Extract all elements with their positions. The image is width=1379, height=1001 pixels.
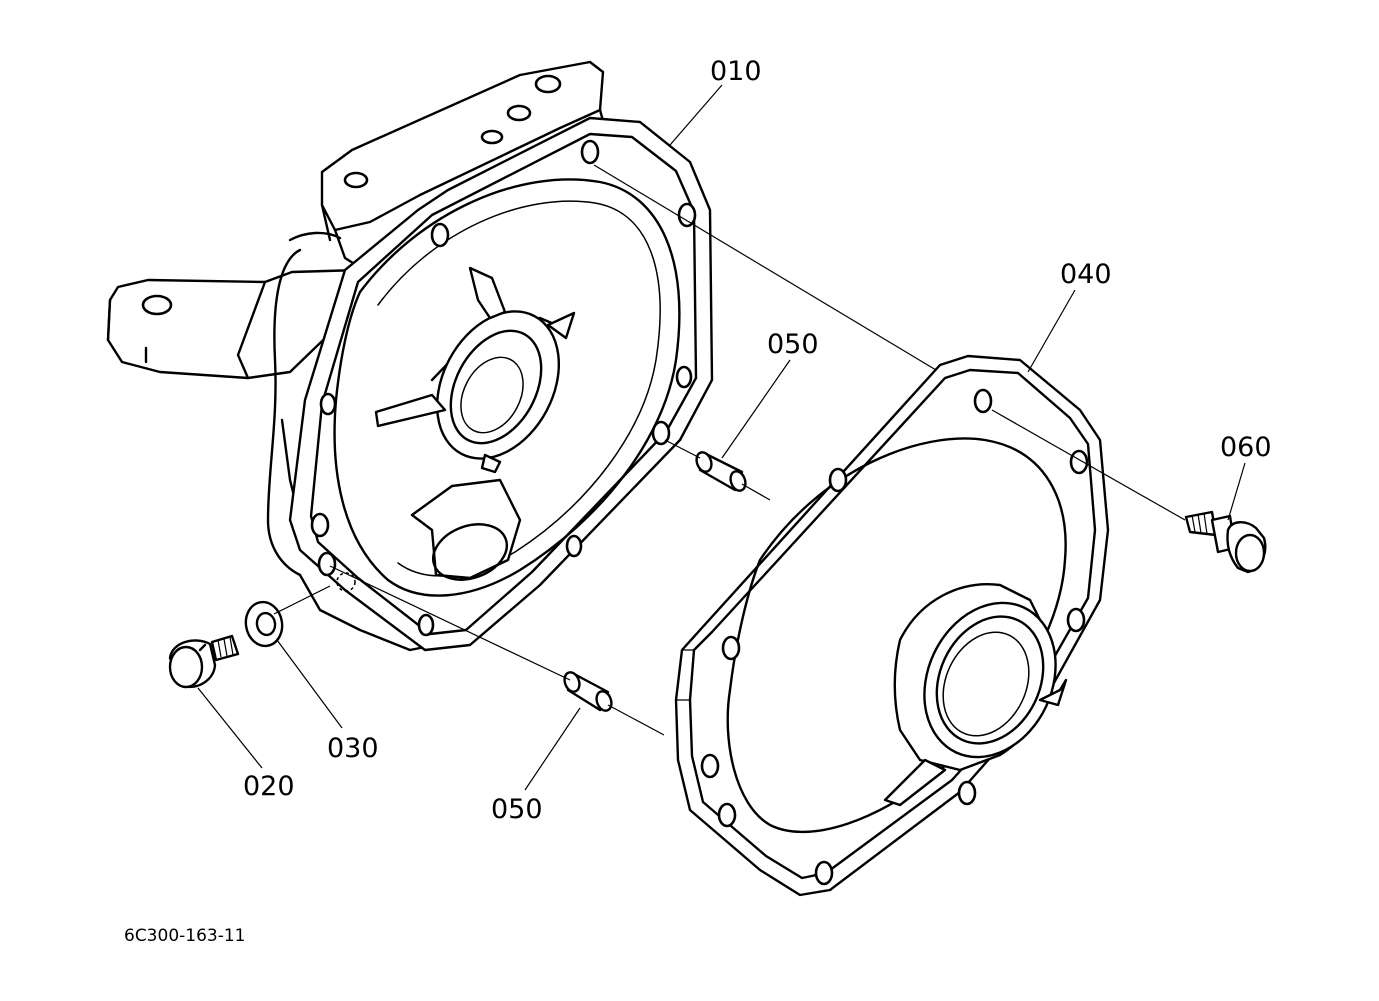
callout-020: 020 (243, 771, 295, 802)
callout-010: 010 (710, 56, 762, 87)
figure-code: 6C300-163-11 (124, 926, 245, 946)
part-020-bolt (168, 634, 240, 689)
callout-060: 060 (1220, 432, 1272, 463)
leader-lines (197, 84, 1246, 791)
part-060-plug (1184, 510, 1267, 574)
part-030-washer (244, 600, 284, 648)
part-050-dowel-pin-lower (563, 671, 613, 712)
alignment-lines (273, 164, 1186, 736)
callout-050-lower: 050 (491, 794, 543, 825)
callout-030: 030 (327, 733, 379, 764)
callout-050-upper: 050 (767, 329, 819, 360)
callout-040: 040 (1060, 259, 1112, 290)
part-050-dowel-pin-upper (695, 451, 747, 492)
part-010-knuckle-case (106, 60, 714, 652)
part-040-cover (674, 354, 1110, 897)
